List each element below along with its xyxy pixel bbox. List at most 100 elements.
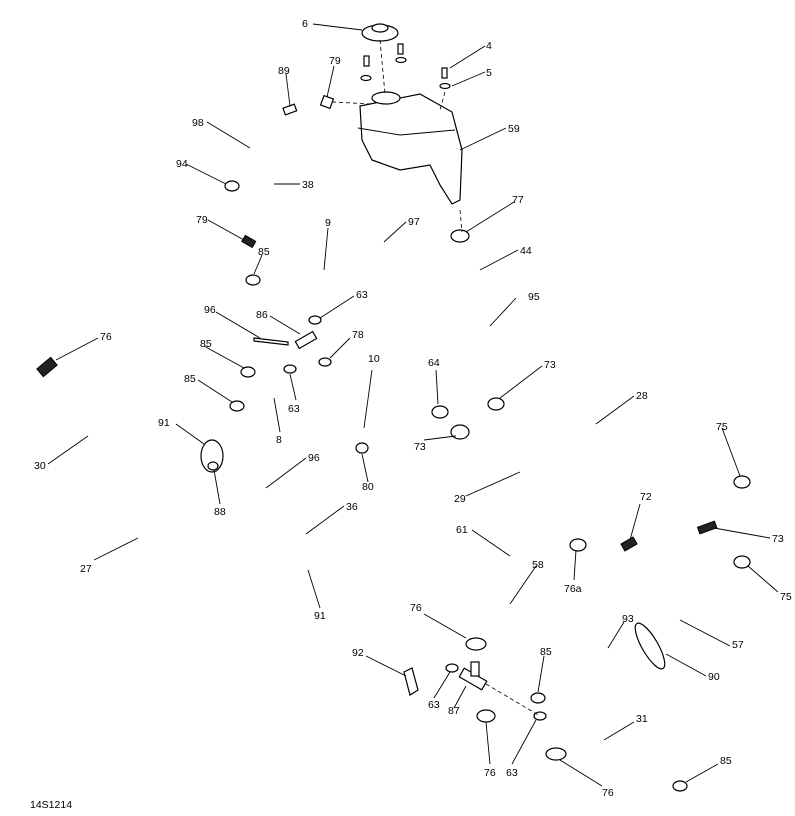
hose-98-fill: [226, 92, 274, 184]
callout-44: 44: [520, 245, 532, 257]
leader-94: [185, 163, 227, 185]
callout-76: 76: [410, 602, 422, 614]
leader-5: [451, 71, 486, 87]
assembly-line-1: [379, 39, 386, 95]
tee-86: [294, 330, 318, 350]
fitting-76-a: [36, 356, 58, 378]
clamp-94: [224, 180, 240, 192]
callout-8: 8: [276, 434, 282, 446]
callout-75: 75: [780, 591, 792, 603]
leader-76d: [485, 721, 491, 765]
fitting-89: [282, 103, 298, 116]
callout-79: 79: [329, 55, 341, 67]
callout-59: 59: [508, 123, 520, 135]
callout-76a: 76a: [564, 583, 582, 595]
callout-96: 96: [204, 304, 216, 316]
clip-92: [403, 667, 419, 696]
callout-96: 96: [308, 452, 320, 464]
leader-57: [679, 619, 731, 647]
clamp-76-c: [476, 709, 496, 723]
washer-mid: [395, 56, 407, 64]
leader-95: [489, 297, 517, 327]
callout-73: 73: [544, 359, 556, 371]
leader-77: [465, 201, 515, 233]
callout-86: 86: [256, 309, 268, 321]
callout-85: 85: [258, 246, 270, 258]
leader-6: [312, 23, 363, 31]
clamp-78: [318, 357, 332, 367]
assembly-line-2: [439, 91, 446, 111]
clamp-63-a: [308, 315, 322, 325]
callout-5: 5: [486, 67, 492, 79]
hose-31-fill: [548, 716, 670, 782]
leader-76e: [559, 759, 603, 787]
clamp-77: [450, 229, 470, 243]
callout-85: 85: [200, 338, 212, 350]
leader-85b: [203, 345, 245, 369]
hose-58-fill: [493, 577, 525, 695]
hose-29-fill: [467, 435, 631, 543]
leader-85c: [197, 379, 233, 403]
callout-28: 28: [636, 390, 648, 402]
callout-63: 63: [506, 767, 518, 779]
reservoir-59: [359, 93, 463, 205]
leader-63a: [319, 295, 355, 319]
callout-87: 87: [448, 705, 460, 717]
leader-91b: [307, 569, 321, 609]
leader-63b: [289, 373, 297, 401]
callout-93: 93: [622, 613, 634, 625]
leader-63d: [511, 719, 537, 765]
clamp-63-b: [283, 364, 297, 374]
assembly-line-3: [331, 101, 373, 105]
leader-8: [273, 397, 281, 433]
hose-27-fill: [90, 488, 194, 586]
callout-94: 94: [176, 158, 188, 170]
washer-left: [360, 74, 372, 82]
clamp-85-b: [240, 366, 256, 378]
leader-85d: [537, 655, 545, 693]
callout-76: 76: [602, 787, 614, 799]
leader-73b: [423, 435, 457, 441]
washer-5: [439, 82, 451, 90]
leader-86: [269, 315, 301, 335]
callout-63: 63: [428, 699, 440, 711]
callout-10: 10: [368, 353, 380, 365]
callout-31: 31: [636, 713, 648, 725]
leader-75a: [721, 427, 741, 477]
leader-76a: [55, 337, 99, 361]
leader-73a: [499, 365, 543, 399]
leader-79b: [207, 219, 245, 241]
callout-73: 73: [414, 441, 426, 453]
fitting-79-low: [241, 234, 257, 249]
callout-30: 30: [34, 460, 46, 472]
callout-92: 92: [352, 647, 364, 659]
callout-9: 9: [325, 217, 331, 229]
callout-36: 36: [346, 501, 358, 513]
hose-44-fill: [455, 253, 502, 409]
leader-80: [361, 453, 369, 483]
bolt-left: [363, 55, 370, 67]
callout-61: 61: [456, 524, 468, 536]
bolt-mid: [397, 43, 404, 55]
leader-10: [363, 369, 373, 429]
callout-85: 85: [540, 646, 552, 658]
clamp-73-a: [487, 397, 505, 411]
callout-98: 98: [192, 117, 204, 129]
callout-89: 89: [278, 65, 290, 77]
callout-77: 77: [512, 194, 524, 206]
callout-38: 38: [302, 179, 314, 191]
leader-93: [607, 621, 625, 649]
callout-91: 91: [158, 417, 170, 429]
clamp-64: [431, 405, 449, 419]
callout-63: 63: [356, 289, 368, 301]
callout-79: 79: [196, 214, 208, 226]
bolt-4: [441, 67, 448, 79]
leader-97: [383, 221, 407, 243]
leader-59: [459, 127, 507, 151]
clamp-63-c: [445, 663, 459, 673]
diagram-code: 14S1214: [30, 799, 72, 811]
leader-87: [453, 685, 467, 709]
hose-28-fill: [503, 403, 697, 503]
